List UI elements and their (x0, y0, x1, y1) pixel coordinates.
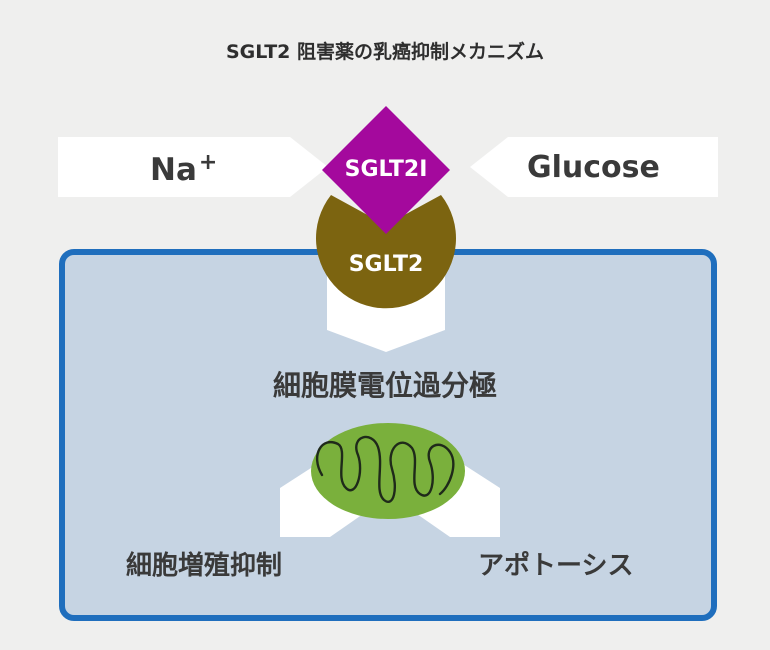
diagram-title: SGLT2 阻害薬の乳癌抑制メカニズム (225, 41, 545, 63)
na-text: Na (150, 152, 197, 188)
depolarization-label: 細胞膜電位過分極 (272, 369, 497, 402)
apoptosis-label: アポトーシス (478, 551, 634, 581)
mitochondria-icon (311, 423, 465, 519)
sglt2i-diamond (322, 106, 450, 234)
glucose-label: Glucose (527, 150, 660, 185)
sglt2-transporter (316, 195, 457, 309)
sglt2i-label: SGLT2I (344, 157, 428, 182)
glucose-arrow (470, 137, 718, 197)
na-charge: + (198, 150, 218, 175)
na-arrow (58, 137, 328, 197)
sglt2-label: SGLT2 (348, 252, 424, 277)
mitochondria-cristae (315, 435, 455, 503)
proliferation-label: 細胞増殖抑制 (126, 551, 283, 581)
na-label: Na+ (150, 152, 217, 186)
